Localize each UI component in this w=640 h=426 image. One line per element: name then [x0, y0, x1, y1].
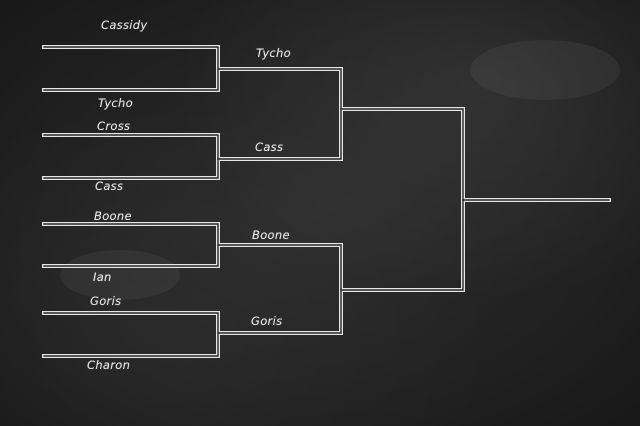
bracket-connector-core — [43, 312, 219, 357]
bracket-connector — [42, 133, 220, 180]
bracket-connector-core — [43, 134, 219, 179]
entrant-name: Cross — [97, 119, 131, 133]
entrant-name: Cass — [95, 179, 124, 193]
bracket-connector — [42, 45, 220, 92]
winner-name: Boone — [252, 228, 290, 242]
entrant-name: Charon — [87, 358, 131, 372]
winner-name: Tycho — [256, 46, 291, 60]
bracket-connector-core — [217, 68, 342, 160]
bracket-connector-core — [340, 108, 464, 291]
entrant-name: Cassidy — [101, 18, 148, 32]
entrant-name: Goris — [90, 294, 122, 308]
chalk-smudge — [60, 250, 180, 300]
winner-name: Cass — [255, 140, 284, 154]
bracket-connector — [42, 311, 220, 358]
bracket-connector-core — [43, 223, 219, 267]
bracket-connector — [42, 222, 220, 268]
entrant-name: Ian — [93, 270, 112, 284]
entrant-name: Boone — [94, 209, 132, 223]
bracket-connector-core — [43, 46, 219, 91]
bracket-connector — [339, 107, 465, 292]
entrant-name: Tycho — [98, 96, 133, 110]
bracket-connector-core — [217, 244, 342, 334]
chalk-smudge — [470, 40, 620, 100]
winner-name: Goris — [251, 314, 283, 328]
